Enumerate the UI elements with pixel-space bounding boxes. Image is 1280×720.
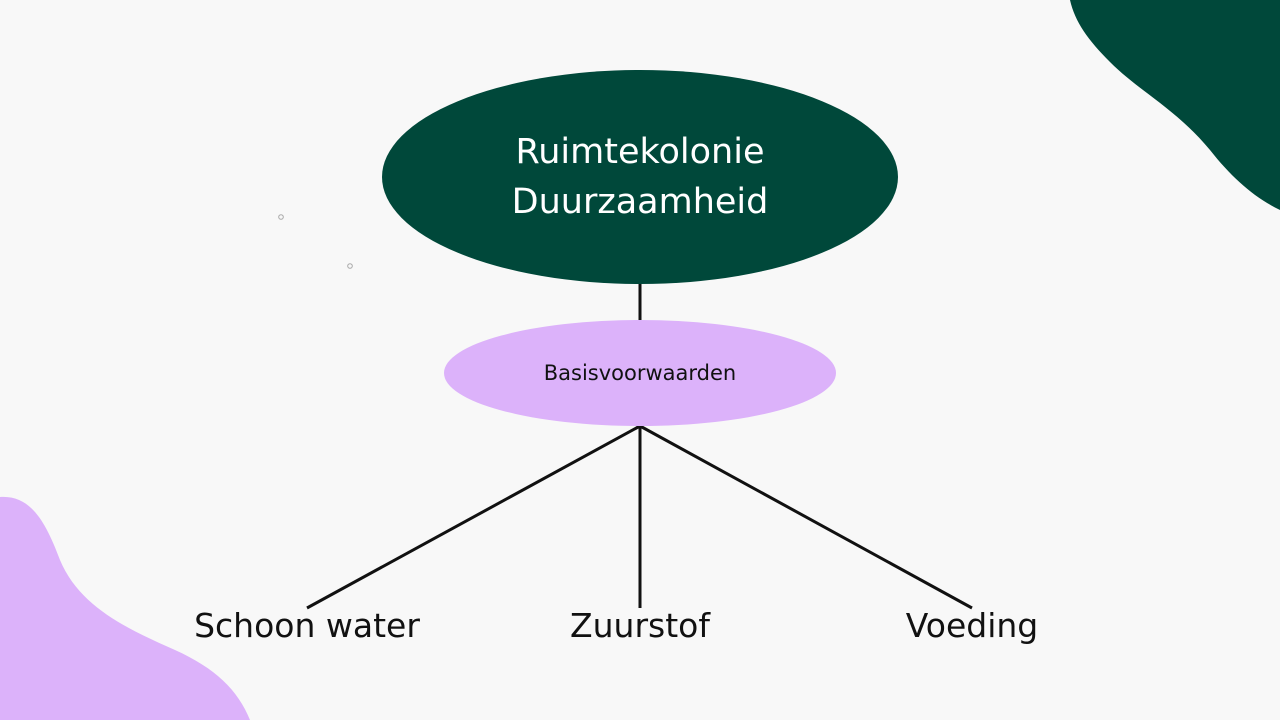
- leaf-label-zuurstof: Zuurstof: [570, 606, 710, 645]
- middle-node-label: Basisvoorwaarden: [543, 361, 737, 385]
- top-right-green-blob: [1070, 0, 1280, 210]
- bottom-left-lavender-blob: [0, 496, 250, 720]
- middle-node-ellipse: Basisvoorwaarden: [444, 320, 836, 426]
- connector-middle-to-schoon-water: [306, 424, 641, 610]
- root-node-title-line-1: Ruimtekolonie: [515, 132, 765, 172]
- leaf-label-voeding: Voeding: [905, 606, 1039, 645]
- root-node-title-line-2: Duurzaamheid: [511, 182, 769, 222]
- small-dot-2: [347, 263, 353, 269]
- root-node-ellipse: Ruimtekolonie Duurzaamheid: [382, 70, 898, 284]
- leaf-label-schoon-water: Schoon water: [194, 606, 420, 645]
- small-dot-1: [278, 214, 284, 220]
- connector-middle-to-voeding: [639, 424, 973, 610]
